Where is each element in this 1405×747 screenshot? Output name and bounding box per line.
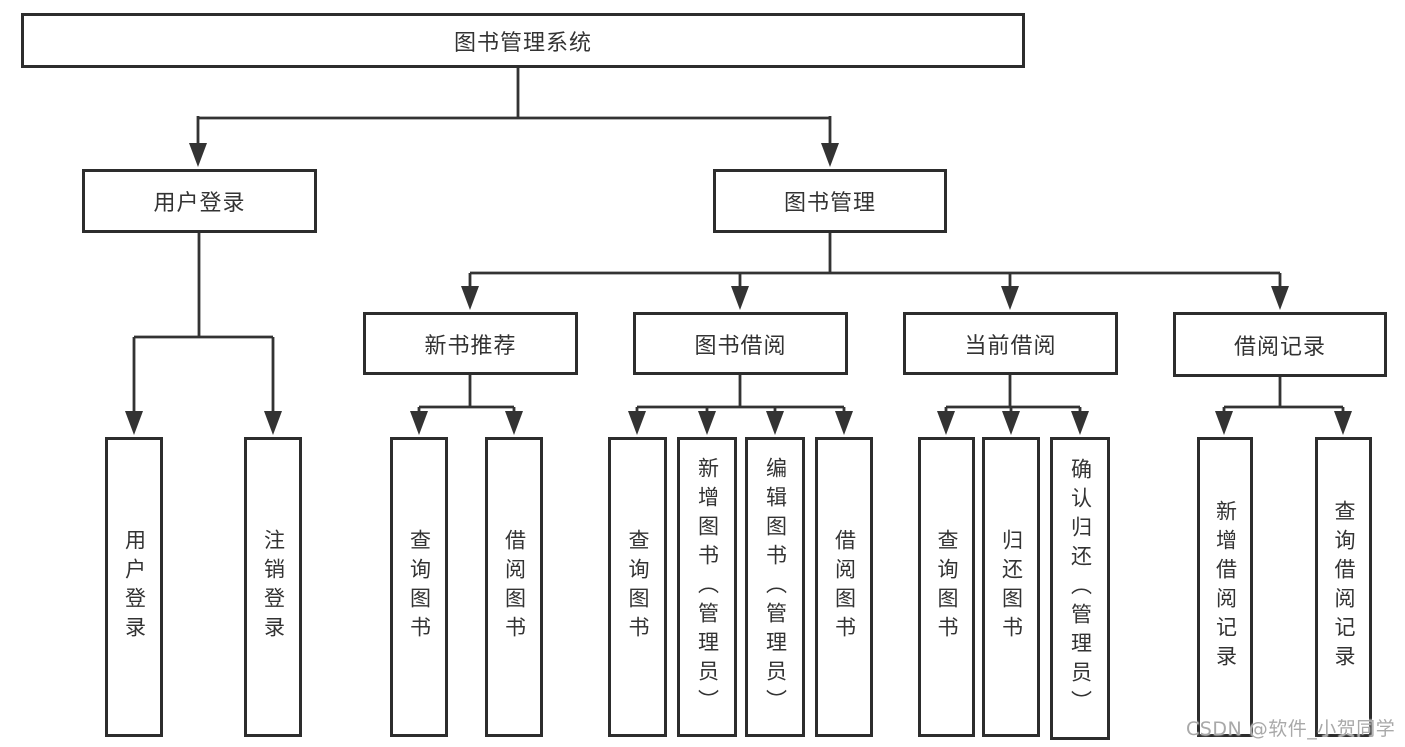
connector-root-to-level2 (196, 68, 832, 146)
node-borrowing-records-label: 借阅记录 (1233, 334, 1326, 360)
node-leaf-logout-label: 注销登录 (261, 529, 286, 645)
node-leaf-query-books-recommend-label: 查询图书 (407, 529, 432, 645)
connector-book-borrowing-to-leaves (635, 375, 846, 414)
arrowheads-new-book-recommend-leaves (410, 411, 523, 435)
node-leaf-add-borrow-record: 新增借阅记录 (1197, 437, 1253, 737)
node-leaf-query-books-borrowing-label: 查询图书 (626, 529, 650, 645)
node-leaf-borrow-books-recommend: 借阅图书 (485, 437, 543, 737)
node-new-book-recommend-label: 新书推荐 (424, 333, 517, 359)
node-user-login-label: 用户登录 (153, 191, 246, 216)
node-leaf-query-borrow-record: 查询借阅记录 (1315, 437, 1372, 737)
node-current-borrowing-label: 当前借阅 (964, 333, 1057, 359)
node-user-login: 用户登录 (82, 169, 317, 233)
node-leaf-return-books-label: 归还图书 (999, 529, 1024, 645)
node-leaf-add-books-admin-label: 新增图书（管理员） (695, 456, 720, 718)
node-root: 图书管理系统 (21, 13, 1025, 68)
node-book-management: 图书管理 (713, 169, 947, 233)
csdn-watermark: CSDN @软件_小贺同学 (1186, 718, 1396, 740)
arrowheads-user-login-leaves (125, 411, 282, 435)
node-leaf-borrow-books-label: 借阅图书 (832, 529, 857, 645)
node-leaf-user-login-label: 用户登录 (122, 529, 147, 645)
node-leaf-query-books-current: 查询图书 (918, 437, 975, 737)
node-borrowing-records: 借阅记录 (1173, 312, 1387, 377)
connector-book-management-to-level3 (468, 233, 1282, 290)
node-leaf-return-books: 归还图书 (982, 437, 1040, 737)
node-leaf-confirm-return-admin-label: 确认归还（管理员） (1068, 458, 1093, 719)
connector-current-borrowing-to-leaves (944, 375, 1082, 414)
node-book-borrowing: 图书借阅 (633, 312, 848, 375)
node-leaf-add-books-admin: 新增图书（管理员） (677, 437, 737, 737)
arrowheads-current-borrowing-leaves (937, 411, 1089, 435)
arrowheads-borrowing-records-leaves (1215, 411, 1352, 435)
node-book-borrowing-label: 图书借阅 (694, 333, 787, 359)
connector-borrowing-records-to-leaves (1222, 376, 1345, 414)
node-current-borrowing: 当前借阅 (903, 312, 1118, 375)
node-root-label: 图书管理系统 (453, 30, 592, 56)
node-leaf-query-borrow-record-label: 查询借阅记录 (1332, 500, 1356, 674)
node-leaf-confirm-return-admin: 确认归还（管理员） (1050, 437, 1110, 740)
connector-user-login-to-leaves (132, 233, 275, 414)
node-book-management-label: 图书管理 (783, 191, 876, 216)
node-leaf-query-books-borrowing: 查询图书 (608, 437, 667, 737)
node-new-book-recommend: 新书推荐 (363, 312, 578, 375)
node-leaf-borrow-books-recommend-label: 借阅图书 (502, 529, 527, 645)
node-leaf-query-books-current-label: 查询图书 (935, 529, 959, 645)
node-leaf-edit-books-admin-label: 编辑图书（管理员） (763, 456, 788, 718)
arrowheads-root-to-level2 (189, 143, 839, 167)
node-leaf-borrow-books: 借阅图书 (815, 437, 873, 737)
arrowheads-level3 (461, 286, 1289, 310)
node-leaf-add-borrow-record-label: 新增借阅记录 (1213, 500, 1238, 674)
connector-new-book-recommend-to-leaves (417, 375, 516, 414)
arrowheads-book-borrowing-leaves (628, 411, 853, 435)
node-leaf-user-login: 用户登录 (105, 437, 163, 737)
node-leaf-query-books-recommend: 查询图书 (390, 437, 448, 737)
node-leaf-edit-books-admin: 编辑图书（管理员） (745, 437, 805, 737)
node-leaf-logout: 注销登录 (244, 437, 302, 737)
